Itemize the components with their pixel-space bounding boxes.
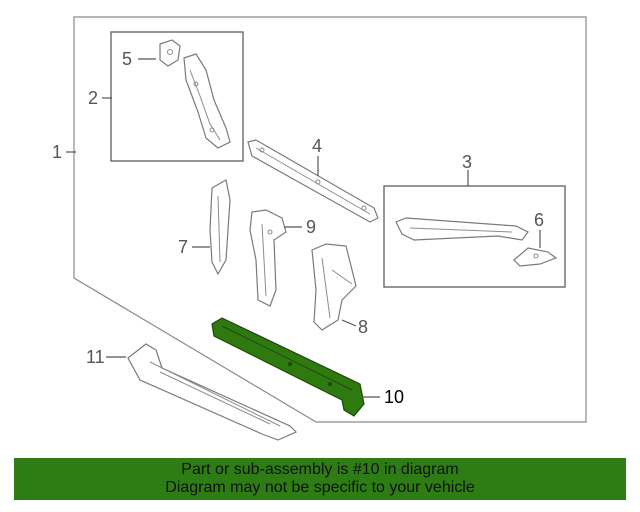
part-11 bbox=[127, 343, 298, 441]
callout-6: 6 bbox=[534, 210, 544, 230]
callout-9: 9 bbox=[306, 217, 316, 237]
part-6 bbox=[513, 247, 558, 267]
info-banner: Part or sub-assembly is #10 in diagram D… bbox=[14, 458, 626, 500]
banner-line-1: Part or sub-assembly is #10 in diagram bbox=[181, 461, 459, 478]
callout-2: 2 bbox=[88, 88, 98, 108]
callout-3: 3 bbox=[462, 152, 472, 172]
callout-7: 7 bbox=[178, 237, 188, 257]
part-2-pillar bbox=[183, 53, 231, 149]
part-7 bbox=[209, 179, 231, 276]
callout-1: 1 bbox=[52, 142, 62, 162]
callout-4: 4 bbox=[312, 136, 322, 156]
callout-8: 8 bbox=[358, 317, 368, 337]
callout-11: 11 bbox=[86, 347, 105, 367]
part-5 bbox=[159, 39, 181, 67]
banner-line-2: Diagram may not be specific to your vehi… bbox=[165, 479, 475, 496]
part-3-bar bbox=[395, 217, 529, 241]
part-8 bbox=[311, 243, 357, 331]
callout-10: 10 bbox=[384, 387, 404, 407]
callout-5: 5 bbox=[122, 49, 132, 69]
part-9 bbox=[249, 209, 287, 307]
part-10-highlighted bbox=[211, 317, 365, 417]
leader-8 bbox=[341, 319, 357, 327]
part-4-upper-bar bbox=[247, 139, 379, 223]
